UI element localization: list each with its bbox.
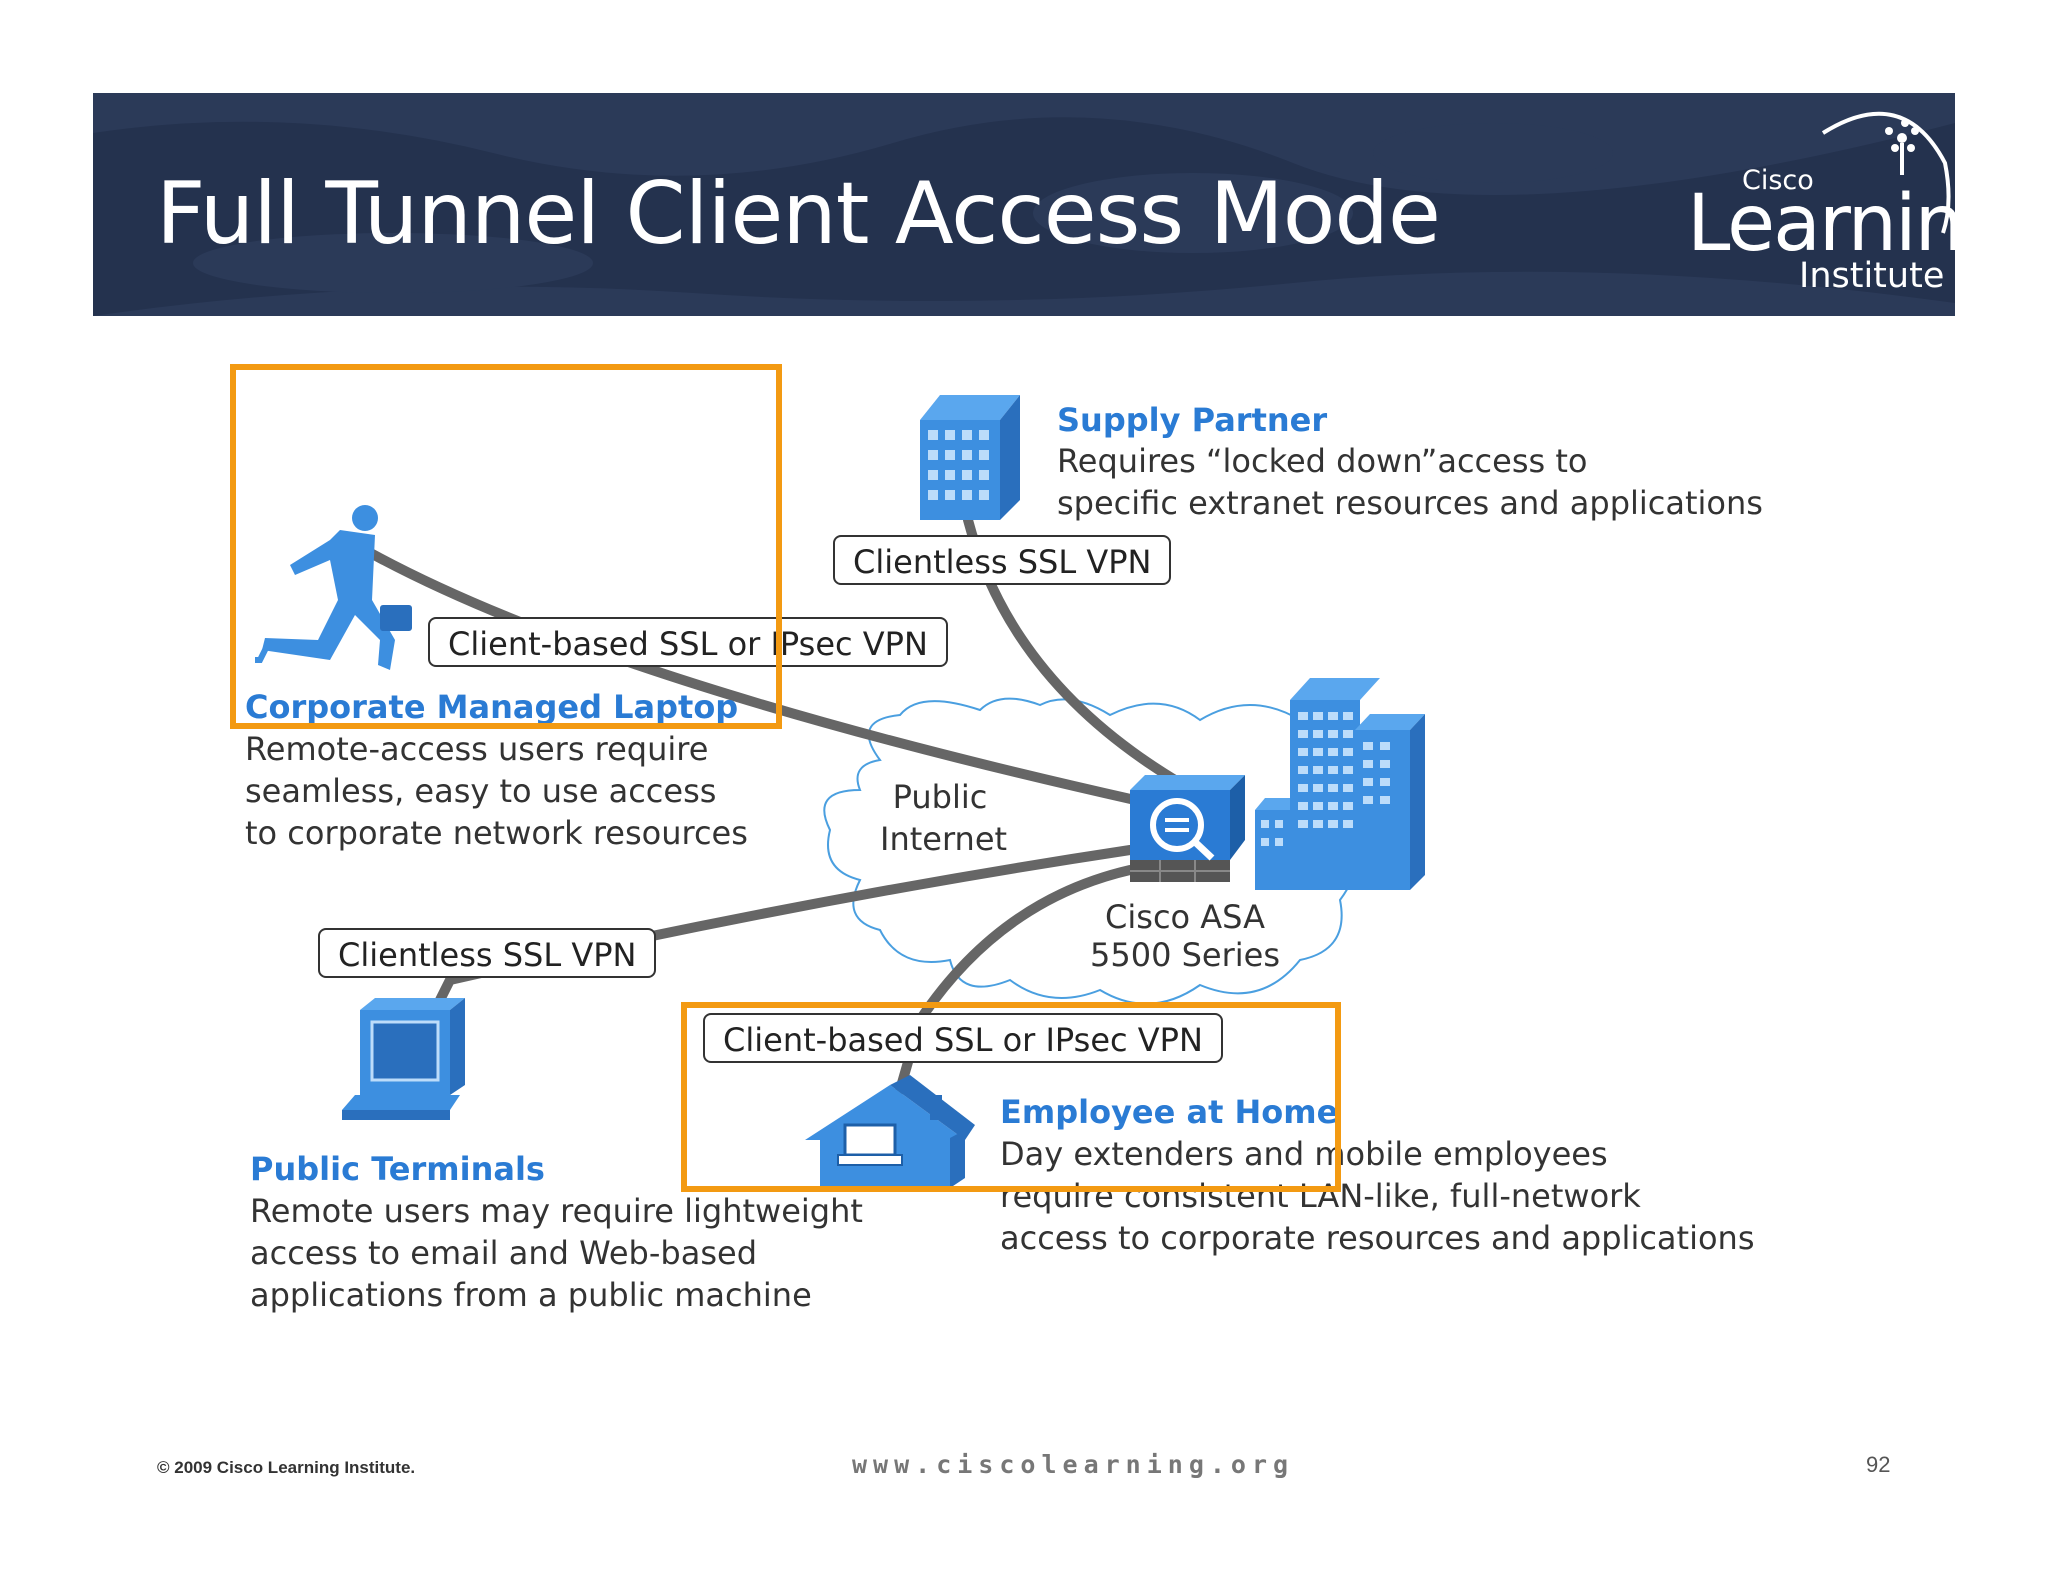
banner-texture bbox=[93, 93, 1955, 316]
supply-partner-line-1: Requires “locked down”access to bbox=[1057, 442, 1588, 480]
corporate-laptop-description: Remote-access users require seamless, ea… bbox=[245, 728, 748, 854]
employee-home-highlight-box bbox=[681, 1002, 1341, 1192]
employee-home-house-icon bbox=[805, 1075, 975, 1188]
public-terminals-vpn-label: Clientless SSL VPN bbox=[318, 928, 657, 978]
home-connection-line bbox=[895, 865, 1135, 1095]
supply-partner-description: Requires “locked down”access to specific… bbox=[1057, 440, 1763, 524]
employee-home-line-3: access to corporate resources and applic… bbox=[1000, 1219, 1755, 1257]
cisco-asa-appliance-icon bbox=[1130, 775, 1245, 882]
asa-label-line-2: 5500 Series bbox=[1089, 936, 1280, 974]
corporate-laptop-line-3: to corporate network resources bbox=[245, 814, 748, 852]
employee-home-line-2: require consistent LAN-like, full-networ… bbox=[1000, 1177, 1641, 1215]
asa-label-line-1: Cisco ASA bbox=[1105, 898, 1265, 936]
corporate-laptop-vpn-label: Client-based SSL or IPsec VPN bbox=[428, 617, 948, 667]
slide-title: Full Tunnel Client Access Mode bbox=[156, 164, 1441, 264]
copyright-footer: © 2009 Cisco Learning Institute. bbox=[157, 1458, 416, 1477]
cloud-label-line-1: Public bbox=[892, 778, 988, 816]
employee-home-line-1: Day extenders and mobile employees bbox=[1000, 1135, 1608, 1173]
page-number: 92 bbox=[1866, 1452, 1891, 1477]
supply-partner-building-icon bbox=[920, 395, 1020, 520]
supply-partner-vpn-label: Clientless SSL VPN bbox=[833, 535, 1172, 585]
asa-label: Cisco ASA 5500 Series bbox=[1085, 898, 1285, 974]
corporate-laptop-highlight-box bbox=[230, 364, 782, 729]
website-url-footer[interactable]: www.ciscolearning.org bbox=[852, 1450, 1295, 1479]
public-terminal-computer-icon bbox=[342, 998, 465, 1120]
employee-home-heading: Employee at Home bbox=[1000, 1093, 1339, 1131]
headquarters-buildings-icon bbox=[1255, 678, 1425, 890]
public-terminals-line-1: Remote users may require lightweight bbox=[250, 1192, 863, 1230]
supply-partner-line-2: specific extranet resources and applicat… bbox=[1057, 484, 1763, 522]
public-terminals-description: Remote users may require lightweight acc… bbox=[250, 1190, 863, 1316]
logo-arc-icon bbox=[1821, 111, 1951, 234]
cisco-learning-logo: Cisco Learning Institute bbox=[1653, 93, 1955, 316]
corporate-laptop-line-1: Remote-access users require bbox=[245, 730, 709, 768]
cloud-label-line-2: Internet bbox=[880, 820, 1008, 858]
public-terminals-line-3: applications from a public machine bbox=[250, 1276, 812, 1314]
employee-home-vpn-label: Client-based SSL or IPsec VPN bbox=[703, 1013, 1223, 1063]
supply-partner-heading: Supply Partner bbox=[1057, 401, 1328, 439]
public-internet-label: Public Internet bbox=[880, 776, 1008, 860]
logo-institute-text: Institute bbox=[1799, 256, 1945, 296]
mobile-user-running-icon bbox=[255, 505, 412, 670]
public-terminals-line-2: access to email and Web-based bbox=[250, 1234, 757, 1272]
employee-home-description: Day extenders and mobile employees requi… bbox=[1000, 1133, 1755, 1259]
title-banner: Full Tunnel Client Access Mode Cisco Lea… bbox=[93, 93, 1955, 316]
corporate-laptop-heading: Corporate Managed Laptop bbox=[245, 688, 739, 726]
public-terminals-heading: Public Terminals bbox=[250, 1150, 545, 1188]
laptop-connection-line bbox=[360, 545, 1140, 805]
corporate-laptop-line-2: seamless, easy to use access bbox=[245, 772, 717, 810]
logo-learning-text: Learning bbox=[1687, 179, 1955, 269]
logo-cisco-text: Cisco bbox=[1742, 165, 1814, 196]
